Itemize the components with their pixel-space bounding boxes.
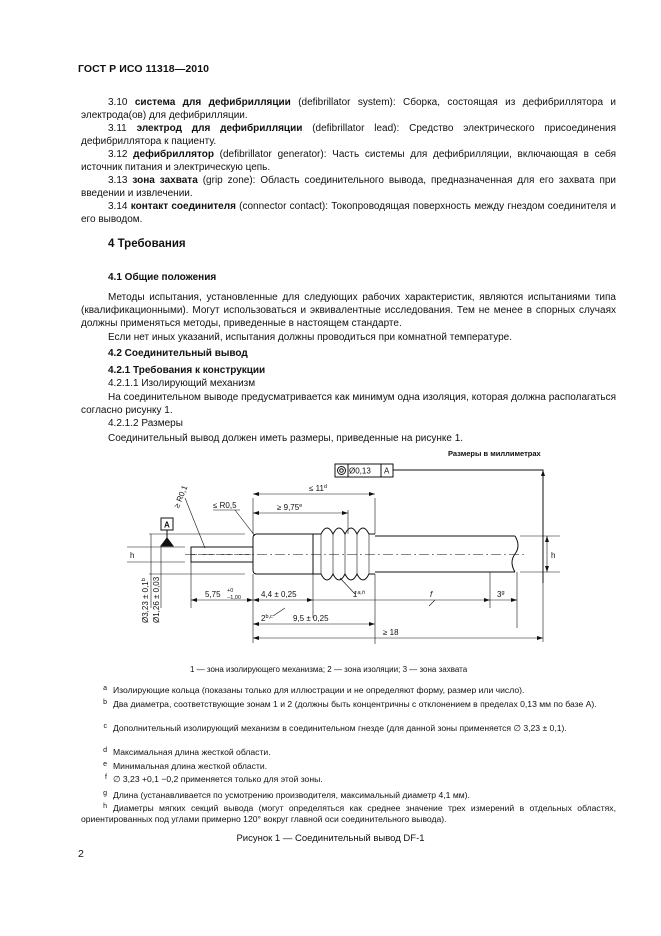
section-4-title: 4 Требования [108,238,186,250]
section-4-2-1-title: 4.2.1 Требования к конструкции [108,365,266,376]
zone-label-2: 2b,c [261,614,273,623]
dim-len-44: 4,4 ± 0,25 [261,590,297,599]
section-4-1-title: 4.1 Общие положения [108,272,217,283]
tolerance-datum: A [384,467,390,476]
def-term: контакт соединителя [130,201,236,212]
def-text: (connector contact): Токопроводящая пове… [81,201,617,226]
section-4-2-1-2-paragraph: Соединительный вывод должен иметь размер… [108,433,464,444]
def-num: 3.14 [108,201,128,212]
footnote-f: f∅ 3,23 +0,1 −0,2 применяется только для… [105,774,323,784]
definition-3-14: 3.14 контакт соединителя (connector cont… [81,200,616,226]
figure-legend: 1 — зона изолирующего механизма; 2 — зон… [190,665,468,674]
definition-3-10: 3.10 система для дефибрилляции (defibril… [81,96,616,122]
dim-dia-323: Ø3,23 ± 0,1b [141,578,150,623]
dim-r-max: ≤ R0,5 [213,501,237,510]
def-num: 3.10 [108,97,128,108]
def-term: система для дефибрилляции [134,97,291,108]
units-note: Размеры в миллиметрах [448,449,541,458]
dim-len-575-tol-down: −1,00 [227,595,241,601]
def-term: зона захвата [132,175,198,186]
section-4-1-paragraph: Методы испытания, установленные для след… [81,292,616,330]
zone-label-1: 1a,h [353,590,365,599]
dim-r-min: ≥ R0,1 [172,484,189,510]
section-4-2-title: 4.2 Соединительный вывод [108,348,248,359]
def-term: дефибриллятор [133,149,214,160]
datum-a-label: A [164,521,170,530]
document-header: ГОСТ Р ИСО 11318—2010 [78,63,210,75]
connector-drawing: Ø0,13 A A ≤ R0,5 ≥ R0,1 ≤ 11d ≥ 9,75e h … [127,463,560,644]
figure-caption: Рисунок 1 — Соединительный вывод DF-1 [236,833,425,844]
tolerance-value: Ø0,13 [349,467,371,476]
dim-len-95: 9,5 ± 0,25 [293,614,329,623]
definition-3-11: 3.11 электрод для дефибрилляции (defibri… [81,122,616,148]
zone-label-f: f [430,590,433,599]
section-4-2-1-1-title: 4.2.1.1 Изолирующий механизм [108,378,256,389]
section-4-2-1-1-paragraph: На соединительном выводе предусматривает… [81,392,616,417]
dim-h-right: h [551,551,555,560]
definition-3-13: 3.13 зона захвата (grip zone): Область с… [81,174,616,200]
def-text: (grip zone): Область соединительного выв… [81,175,617,200]
dim-len-11: ≤ 11d [309,484,327,493]
def-num: 3.12 [108,149,128,160]
def-num: 3.13 [108,175,128,186]
section-4-2-1-2-title: 4.2.1.2 Размеры [108,418,183,429]
def-text: (defibrillator system): Сборка, состояща… [81,97,616,122]
dim-dia-126: Ø1,26 ± 0,03 [152,576,161,623]
zone-label-3: 3g [497,590,505,599]
dim-len-575-tol-up: +0 [227,588,233,594]
dim-len-575: 5,75 [205,590,221,599]
dim-len-975: ≥ 9,75e [277,503,302,512]
section-4-1-paragraph-2: Если нет иных указаний, испытания должны… [108,332,512,343]
dim-h-left: h [130,551,134,560]
def-term: электрод для дефибрилляции [136,123,303,134]
def-text: (defibrillator generator): Часть системы… [81,149,617,174]
definition-3-12: 3.12 дефибриллятор (defibrillator genera… [81,148,616,174]
def-num: 3.11 [108,123,127,134]
page-number: 2 [78,848,84,860]
tolerance-frame [334,463,544,583]
def-text: (defibrillator lead): Средство электриче… [81,123,616,148]
dim-len-18: ≥ 18 [383,628,399,637]
